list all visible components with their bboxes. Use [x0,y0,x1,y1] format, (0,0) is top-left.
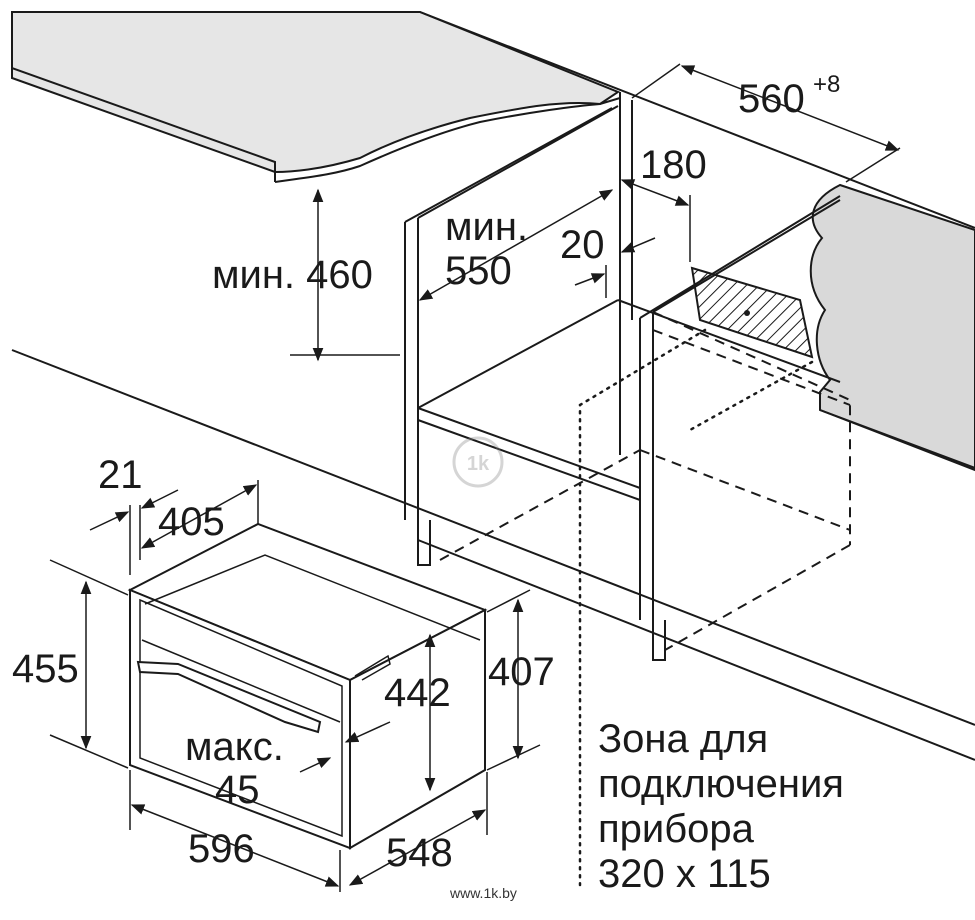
max-45-prefix: макс. [185,725,284,769]
oven [127,522,488,850]
width-596-label: 596 [188,827,255,871]
max-45-value: 45 [215,768,260,812]
depth-405-label: 405 [158,500,225,544]
height-407-label: 407 [488,650,555,694]
zone-caption-line1: Зона для [598,717,768,761]
niche-outline [439,311,851,651]
depth-548-label: 548 [386,831,453,875]
height-442-label: 442 [384,671,451,715]
zone-caption-line3: прибора [598,807,755,851]
zone-caption-line4: 320 x 115 [598,852,771,896]
niche-width-label: 560 [738,77,805,121]
dimension-lines [49,63,901,892]
connection-zone-caption: Зона для подключения прибора 320 x 115 [598,717,844,896]
zone-caption-line2: подключения [598,762,844,806]
countertop [11,11,621,183]
min-550-prefix: мин. [445,205,528,249]
watermark-logo-text: 1k [467,453,490,475]
watermark-logo: 1k [452,436,504,488]
gap-20-label: 20 [560,223,605,267]
cabinet-frame [11,11,975,761]
min-550-value: 550 [445,249,512,293]
min-460-label: мин. 460 [212,253,373,297]
watermark-url: www.1k.by [449,885,517,901]
connection-zone [578,266,814,887]
side-wall-block [809,183,975,472]
height-455-label: 455 [12,647,79,691]
dimension-labels: 560 +8 180 20 мин. 550 мин. 460 21 405 4… [12,71,840,875]
niche-width-tolerance: +8 [813,71,840,98]
depth-180-label: 180 [640,143,707,187]
frame-21-label: 21 [98,453,143,497]
